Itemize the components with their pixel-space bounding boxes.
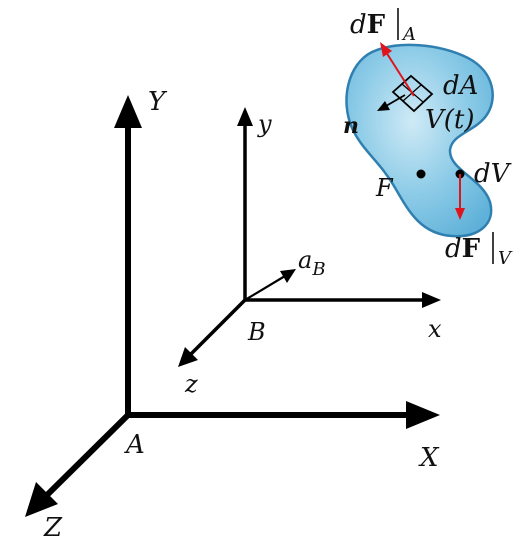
accel-label: aB [298,246,326,280]
surface-force-sub: A [401,24,416,45]
body-shape [345,43,494,238]
dV-label: dV [474,159,512,189]
global-x-arrowhead [406,401,440,429]
accel-arrowhead [280,269,296,283]
surface-force-label: dF A [350,8,416,45]
point-F-label: F [375,174,394,202]
global-x-label: X [418,443,440,473]
global-z-arrowhead [25,482,58,517]
body: dA V(t) n F dV [343,42,512,238]
global-origin-label: A [124,430,145,460]
surface-force-vector [385,51,415,97]
local-frame: y x z B aB [178,107,442,398]
normal-vector [385,94,406,107]
global-y-arrowhead [114,95,142,128]
local-x-arrowhead [422,292,441,308]
accel-vector [244,275,286,301]
local-z-arrowhead [178,347,198,367]
point-F [416,169,426,179]
body-force-F: F [462,234,481,264]
svg-text:dF: dF [445,234,481,264]
body-force-label: dF V [445,232,513,269]
local-y-arrowhead [237,107,253,126]
surface-force-F: F [367,10,386,40]
normal-label: n [343,113,359,139]
global-frame: Y X Z A [25,87,440,543]
volume-label: V(t) [425,105,475,135]
body-force-sub: V [498,248,513,269]
local-z-label: z [184,370,198,398]
global-y-label: Y [148,87,168,117]
body-force-arrowhead [455,208,465,220]
local-origin-label: B [247,318,266,346]
global-z-axis [42,412,131,500]
normal-arrowhead [377,101,390,111]
body-force-d: d [445,234,462,264]
accel-label-sub: B [311,259,325,280]
surface-force-arrowhead [380,42,392,57]
dA-label: dA [443,71,478,101]
local-x-label: x [428,315,442,343]
local-y-label: y [257,110,272,138]
local-z-axis [188,298,247,357]
global-z-label: Z [43,513,63,543]
surface-force-d: d [350,10,367,40]
accel-label-main: a [298,246,312,274]
svg-text:dF: dF [350,10,386,40]
